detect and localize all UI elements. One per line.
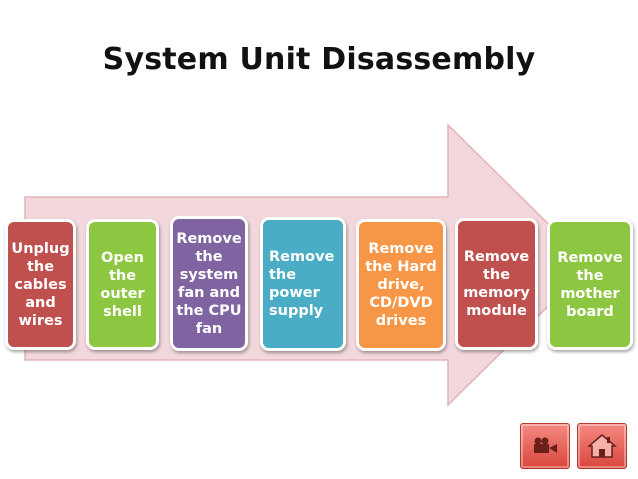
step-unplug-cables: Unplug the cables and wires: [5, 219, 76, 350]
step-open-shell: Open the outer shell: [86, 219, 159, 350]
movie-camera-icon: [534, 437, 557, 453]
step-remove-fans: Remove the system fan and the CPU fan: [170, 216, 248, 351]
step-label: Remove the Hard drive, CD/DVD drives: [365, 241, 437, 329]
step-label: Remove the mother board: [557, 249, 623, 320]
step-label: Remove the system fan and the CPU fan: [176, 230, 242, 337]
home-icon: [587, 434, 617, 458]
step-label: Unplug the cables and wires: [11, 240, 70, 329]
step-label: Remove the power supply: [269, 249, 335, 319]
home-button[interactable]: [577, 423, 627, 469]
step-remove-drives: Remove the Hard drive, CD/DVD drives: [356, 219, 446, 351]
step-label: Remove the memory module: [463, 249, 530, 319]
page-title: System Unit Disassembly: [102, 42, 536, 77]
movie-button[interactable]: [520, 423, 570, 469]
step-remove-power-supply: Remove the power supply: [260, 217, 346, 351]
step-label: Open the outer shell: [100, 249, 145, 320]
step-remove-memory: Remove the memory module: [455, 218, 538, 350]
step-remove-motherboard: Remove the mother board: [547, 219, 633, 350]
